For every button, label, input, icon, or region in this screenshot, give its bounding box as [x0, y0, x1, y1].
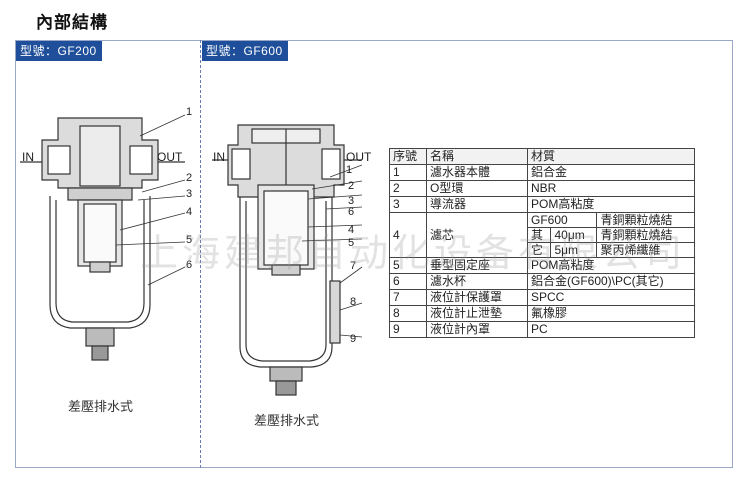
row-name: 液位計止泄墊 [426, 305, 528, 322]
row-no: 6 [389, 273, 427, 290]
row-no: 5 [389, 257, 427, 274]
row-material: SPCC [527, 289, 695, 306]
table-row: 3 導流器 POM高粘度 [389, 196, 695, 213]
row-material: NBR [527, 180, 695, 197]
table-row: 7 液位計保護罩 SPCC [389, 289, 695, 306]
gf600-section-drawing [212, 124, 363, 396]
table-row: 6 濾水杯 鋁合金(GF600)\PC(其它) [389, 273, 695, 290]
section-divider [200, 40, 201, 468]
gf200-callout-5: 5 [186, 234, 193, 246]
table-row: 9 液位計內罩 PC [389, 321, 695, 338]
row-no: 2 [389, 180, 427, 197]
page-title: 內部結構 [36, 13, 108, 32]
table-row: 其 40μm 青銅顆粒燒結 [390, 227, 695, 243]
spec-table-header: 序號 名稱 材質 [389, 148, 695, 165]
row-no: 3 [389, 196, 427, 213]
row-name: 濾芯 [426, 212, 528, 258]
row-name: 液位計內罩 [426, 321, 528, 338]
spec-table: 序號 名稱 材質 1 濾水器本體 鋁合金 2 O型環 NBR 3 導流器 POM… [389, 148, 695, 338]
gf200-in-label: IN [22, 150, 34, 164]
gf600-callout-4: 4 [348, 224, 355, 236]
row-no: 7 [389, 289, 427, 306]
row-name: 濾水杯 [426, 273, 528, 290]
gf200-out-label: OUT [157, 150, 183, 164]
filter-micron-40-material: 青銅顆粒燒結 [596, 227, 695, 243]
row-name: 導流器 [426, 196, 528, 213]
row-material: POM高粘度 [527, 257, 695, 274]
row-material: 鋁合金 [527, 164, 695, 181]
filter-gf600-material: 青銅顆粒燒結 [596, 212, 695, 228]
gf600-caption: 差壓排水式 [254, 413, 320, 428]
filter-gf600-label: GF600 [526, 212, 598, 228]
header-material: 材質 [527, 148, 695, 165]
filter-other-label-2: 它 [526, 242, 552, 258]
table-row: 1 濾水器本體 鋁合金 [389, 164, 695, 181]
table-row: 2 O型環 NBR [389, 180, 695, 197]
model-tag-gf600: 型號：GF600 [202, 41, 288, 61]
row-material: 鋁合金(GF600)\PC(其它) [527, 273, 695, 290]
gf200-callout-6: 6 [186, 259, 193, 271]
gf600-callout-1: 1 [346, 164, 353, 176]
table-row: 8 液位計止泄墊 氟橡膠 [389, 305, 695, 322]
gf600-callout-5: 5 [348, 237, 355, 249]
gf200-callout-2: 2 [186, 172, 193, 184]
row-name: 濾水器本體 [426, 164, 528, 181]
filter-micron-40: 40μm [550, 227, 598, 243]
row-name: 液位計保護罩 [426, 289, 528, 306]
row-no: 8 [389, 305, 427, 322]
gf600-in-label: IN [213, 150, 225, 164]
row-material: POM高粘度 [527, 196, 695, 213]
gf600-callout-7: 7 [350, 260, 357, 272]
model-tag-gf200: 型號：GF200 [16, 41, 102, 61]
row-material: PC [527, 321, 695, 338]
row-no: 4 [389, 212, 427, 258]
content-frame [15, 40, 733, 468]
gf200-callout-3: 3 [186, 188, 193, 200]
gf600-callout-8: 8 [350, 296, 357, 308]
row-no: 1 [389, 164, 427, 181]
gf600-callout-2: 2 [348, 180, 355, 192]
gf200-caption: 差壓排水式 [68, 399, 134, 414]
header-no: 序號 [389, 148, 427, 165]
gf600-callout-6: 6 [348, 206, 355, 218]
gf600-out-label: OUT [346, 150, 372, 164]
gf200-callout-4: 4 [186, 206, 193, 218]
row-no: 9 [389, 321, 427, 338]
row-name: O型環 [426, 180, 528, 197]
gf200-callout-1: 1 [186, 106, 193, 118]
header-name: 名稱 [426, 148, 528, 165]
filter-micron-5-material: 聚丙烯纖維 [596, 242, 695, 258]
row-name: 垂型固定座 [426, 257, 528, 274]
filter-micron-5: 5μm [550, 242, 598, 258]
gf600-callout-9: 9 [350, 333, 357, 345]
gf600-callout-3: 3 [348, 195, 355, 207]
table-row: 5 垂型固定座 POM高粘度 [389, 257, 695, 274]
table-row: 4 濾芯 GF600 青銅顆粒燒結 [389, 212, 695, 258]
filter-other-label-1: 其 [526, 227, 552, 243]
gf200-section-drawing [20, 114, 186, 361]
row-material: 氟橡膠 [527, 305, 695, 322]
